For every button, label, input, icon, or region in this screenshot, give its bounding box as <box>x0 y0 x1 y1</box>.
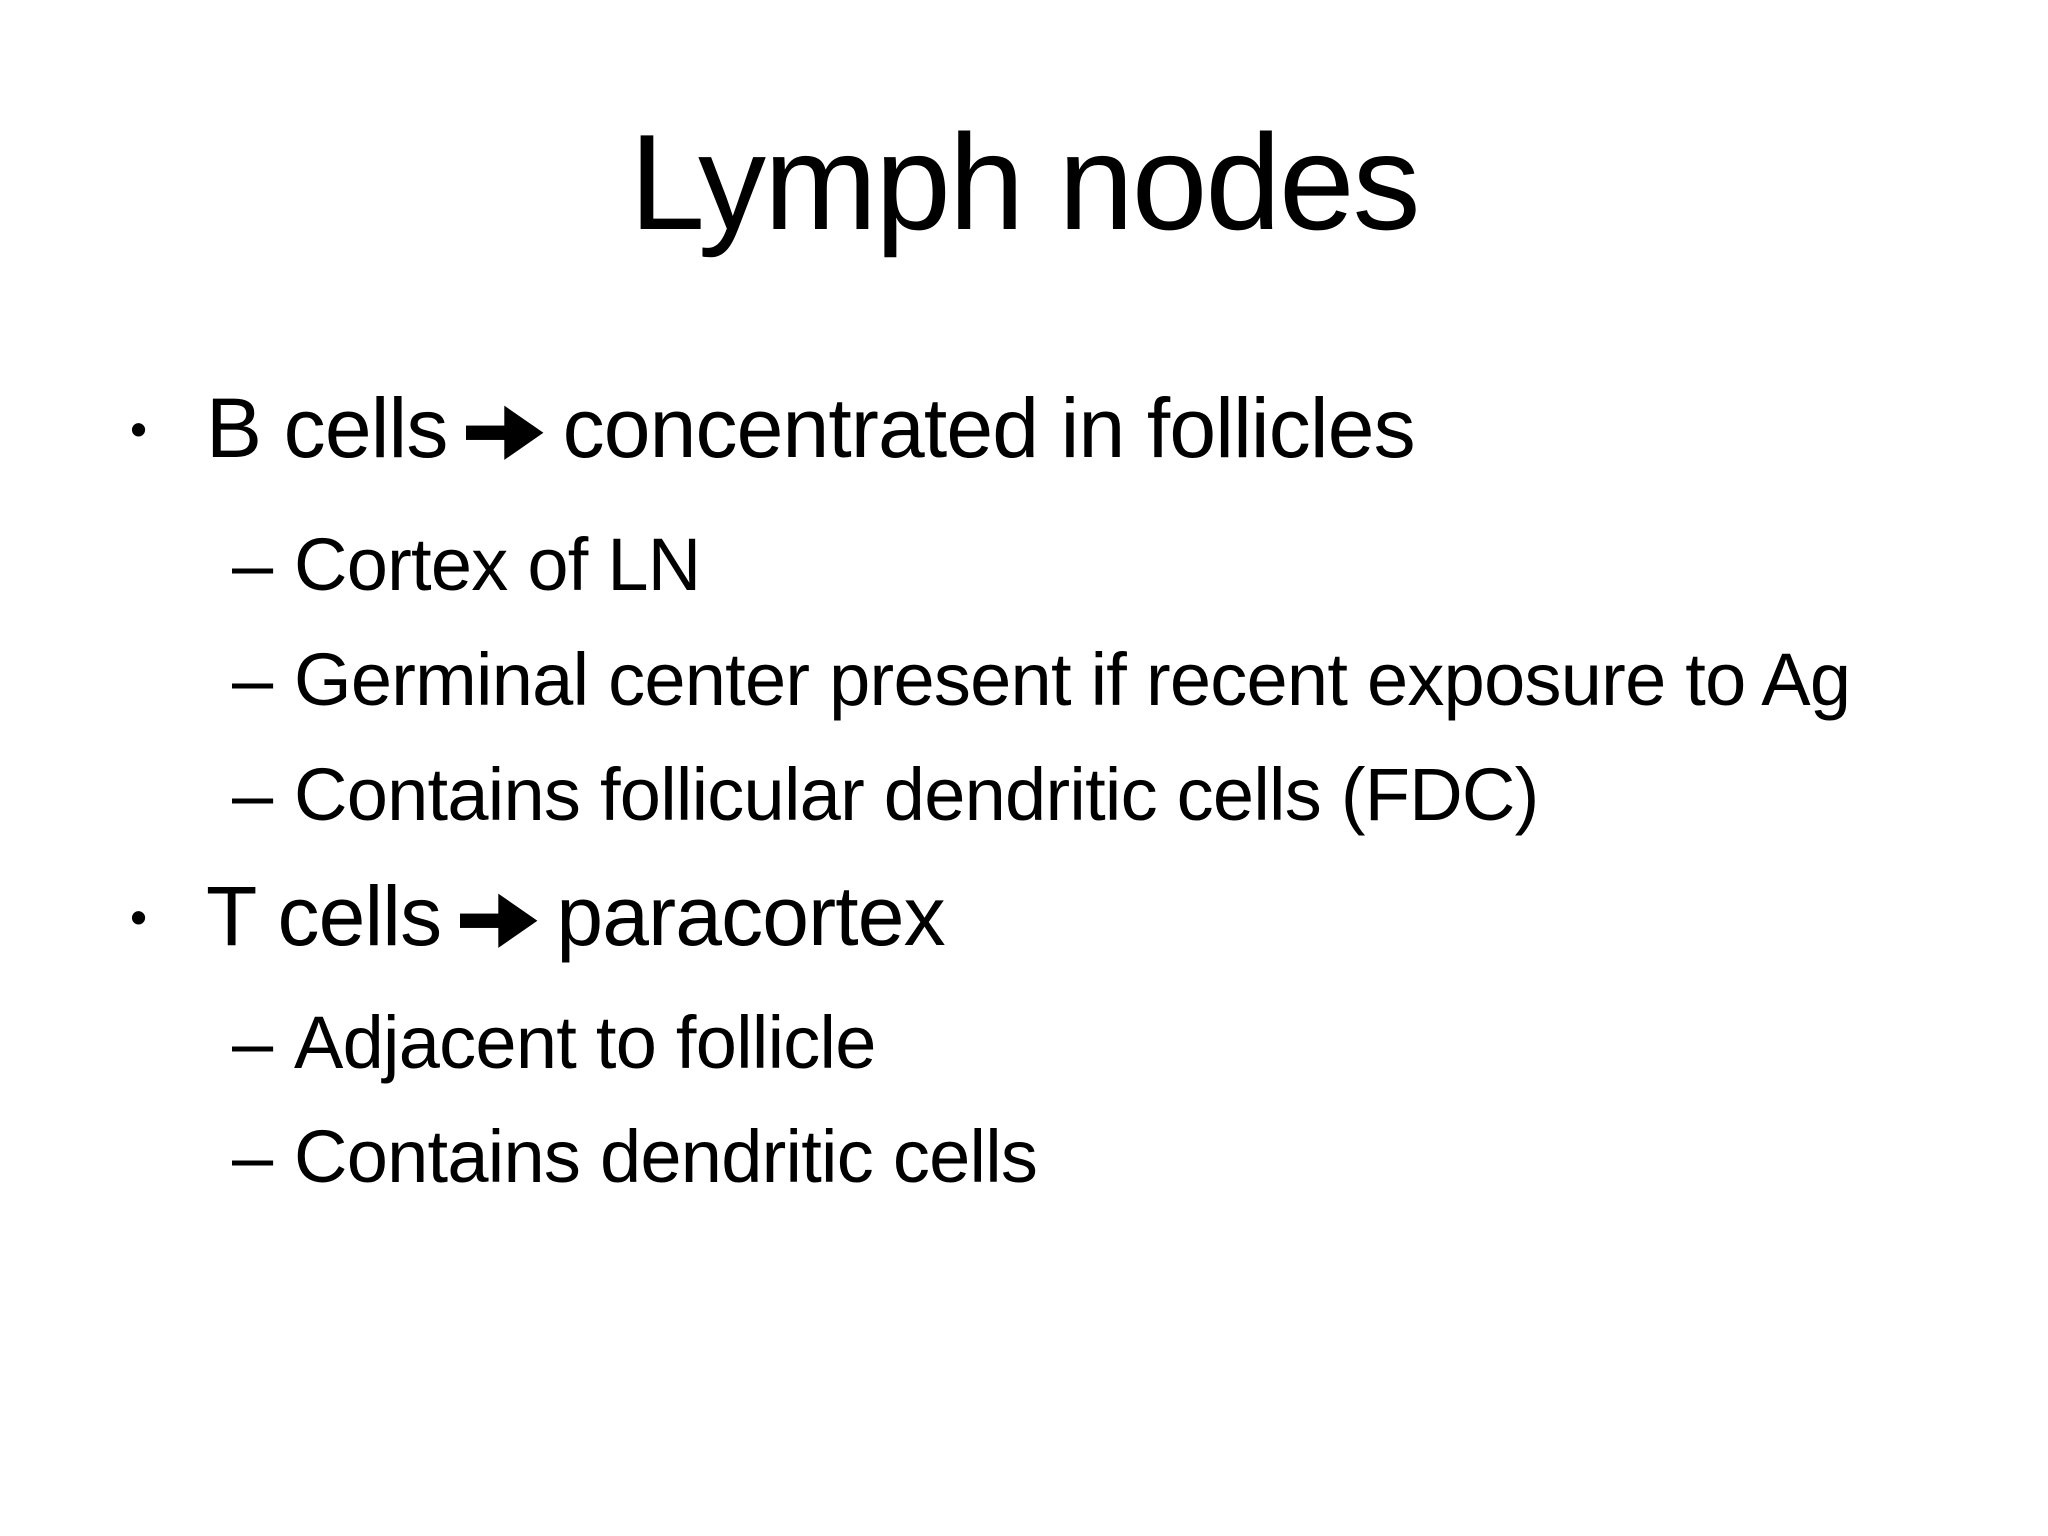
sub-bullet-text: Cortex of LN <box>294 523 701 606</box>
sub-bullet-text: Germinal center present if recent exposu… <box>294 638 1851 721</box>
bullet-dot-icon: • <box>130 403 147 458</box>
bullet-item: • T cells paracortex <box>130 866 946 967</box>
sub-bullet-dash: – <box>232 1001 273 1084</box>
sub-bullet-item: –Contains dendritic cells <box>232 1114 1038 1199</box>
sub-bullet-dash: – <box>232 1115 273 1198</box>
bullet-text-lead: T cells <box>206 869 442 963</box>
sub-bullet-item: –Adjacent to follicle <box>232 1000 876 1085</box>
sub-bullet-item: –Cortex of LN <box>232 522 701 607</box>
sub-bullet-dash: – <box>232 523 273 606</box>
bullet-text-lead: B cells <box>206 381 448 475</box>
sub-bullet-dash: – <box>232 753 273 836</box>
sub-bullet-text: Contains follicular dendritic cells (FDC… <box>294 753 1539 836</box>
arrow-right-icon <box>459 888 540 954</box>
arrow-right-icon <box>466 400 546 466</box>
bullet-dot-icon: • <box>130 891 147 946</box>
bullet-text-tail: paracortex <box>556 869 945 963</box>
bullet-text-tail: concentrated in follicles <box>562 381 1416 475</box>
sub-bullet-text: Adjacent to follicle <box>294 1001 876 1084</box>
sub-bullet-dash: – <box>232 638 273 721</box>
sub-bullet-item: –Contains follicular dendritic cells (FD… <box>232 752 1539 837</box>
bullet-item: • B cells concentrated in follicles <box>130 378 1416 479</box>
slide-title: Lymph nodes <box>629 106 1420 258</box>
sub-bullet-item: –Germinal center present if recent expos… <box>232 637 1851 722</box>
sub-bullet-text: Contains dendritic cells <box>294 1115 1038 1198</box>
